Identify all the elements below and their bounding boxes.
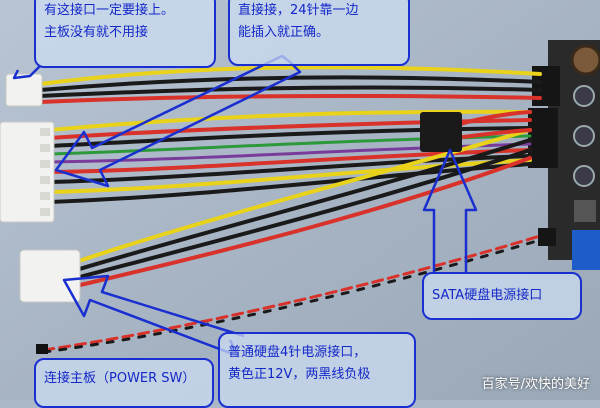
callout-molex-note: 普通硬盘4针电源接口， 黄色正12V，两黑线负极 bbox=[218, 332, 416, 408]
callout-sata-label: SATA硬盘电源接口 bbox=[432, 288, 543, 303]
annotation-arrows bbox=[12, 54, 478, 358]
power-sw-plug bbox=[36, 344, 48, 354]
molex-4pin-connector bbox=[19, 249, 81, 303]
callout-24pin-line-2: 能插入就正确。 bbox=[238, 25, 330, 40]
board-connector-middle bbox=[528, 108, 558, 168]
arrow-to-small-connector bbox=[12, 65, 41, 80]
callout-aux-line-2: 主板没有就不用接 bbox=[44, 25, 149, 40]
watermark-text: 百家号/欢快的美好 bbox=[481, 377, 590, 392]
callout-molex-line-2: 黄色正12V，两黑线负极 bbox=[228, 367, 371, 382]
callout-24pin-note: 直接接，24针靠一边 能插入就正确。 bbox=[228, 0, 410, 66]
small-white-connector bbox=[5, 73, 43, 107]
callout-24pin-line-1: 直接接，24针靠一边 bbox=[238, 3, 359, 18]
sata-power-connector bbox=[420, 112, 462, 152]
atx-24pin-connector bbox=[0, 121, 55, 223]
arrow-to-molex bbox=[62, 274, 245, 358]
callout-aux-connector-note: 有这接口一定要接上。 主板没有就不用接 bbox=[34, 0, 216, 68]
arrow-to-24pin bbox=[54, 54, 302, 188]
callout-aux-line-1: 有这接口一定要接上。 bbox=[44, 3, 175, 18]
board-connector-bottom bbox=[538, 228, 556, 246]
callout-power-sw: 连接主板（POWER SW） bbox=[34, 358, 214, 408]
atx-24pin-notches bbox=[40, 128, 50, 216]
callout-molex-line-1: 普通硬盘4针电源接口， bbox=[228, 345, 367, 360]
arrow-to-sata bbox=[422, 148, 478, 272]
callout-sata-power: SATA硬盘电源接口 bbox=[422, 272, 582, 320]
callout-power-sw-label: 连接主板（POWER SW） bbox=[44, 371, 196, 386]
